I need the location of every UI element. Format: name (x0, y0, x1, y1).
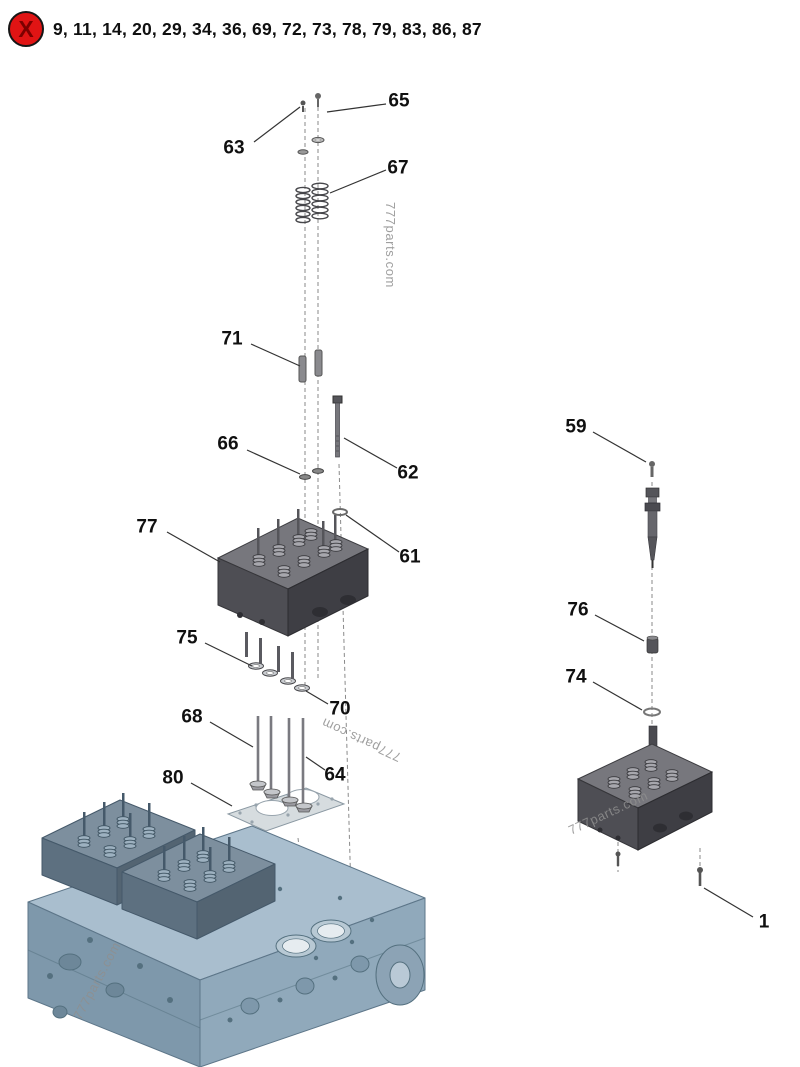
cylinder-head-art (216, 509, 370, 679)
part-label-61[interactable]: 61 (399, 546, 421, 568)
part-label-77[interactable]: 77 (136, 516, 158, 538)
excluded-x-badge-icon: X (8, 11, 44, 47)
head-bolt-art (332, 395, 343, 458)
part-label-74[interactable]: 74 (565, 666, 587, 688)
excluded-parts-list: 9, 11, 14, 20, 29, 34, 36, 69, 72, 73, 7… (53, 18, 482, 39)
part-label-65[interactable]: 65 (388, 90, 410, 112)
part-label-80[interactable]: 80 (162, 767, 184, 789)
valve-spring-art (295, 182, 329, 224)
part-label-71[interactable]: 71 (221, 328, 243, 350)
part-label-1[interactable]: 1 (758, 911, 770, 933)
part-label-68[interactable]: 68 (181, 706, 203, 728)
part-label-64[interactable]: 64 (324, 764, 346, 786)
part-label-59[interactable]: 59 (565, 416, 587, 438)
leader-lines (166, 103, 754, 918)
cylinder-bores-art (275, 919, 352, 958)
right-cylinder-head-art (576, 725, 714, 886)
watermark-top: 777parts.com (383, 202, 398, 288)
part-label-66[interactable]: 66 (217, 433, 239, 455)
part-label-63[interactable]: 63 (223, 137, 245, 159)
head-gasket-art (226, 787, 346, 832)
engine-block-art (27, 793, 426, 1067)
excluded-parts-header: X 9, 11, 14, 20, 29, 34, 36, 69, 72, 73,… (8, 11, 482, 47)
valves-art (249, 716, 313, 813)
injector-art (644, 487, 661, 568)
part-label-76[interactable]: 76 (567, 599, 589, 621)
part-label-62[interactable]: 62 (397, 462, 419, 484)
mounted-head-2-art (121, 827, 276, 940)
part-label-70[interactable]: 70 (329, 698, 351, 720)
injector-group-art (643, 461, 661, 717)
upper-parts-art (295, 93, 348, 516)
part-label-67[interactable]: 67 (387, 157, 409, 179)
part-label-75[interactable]: 75 (176, 627, 198, 649)
